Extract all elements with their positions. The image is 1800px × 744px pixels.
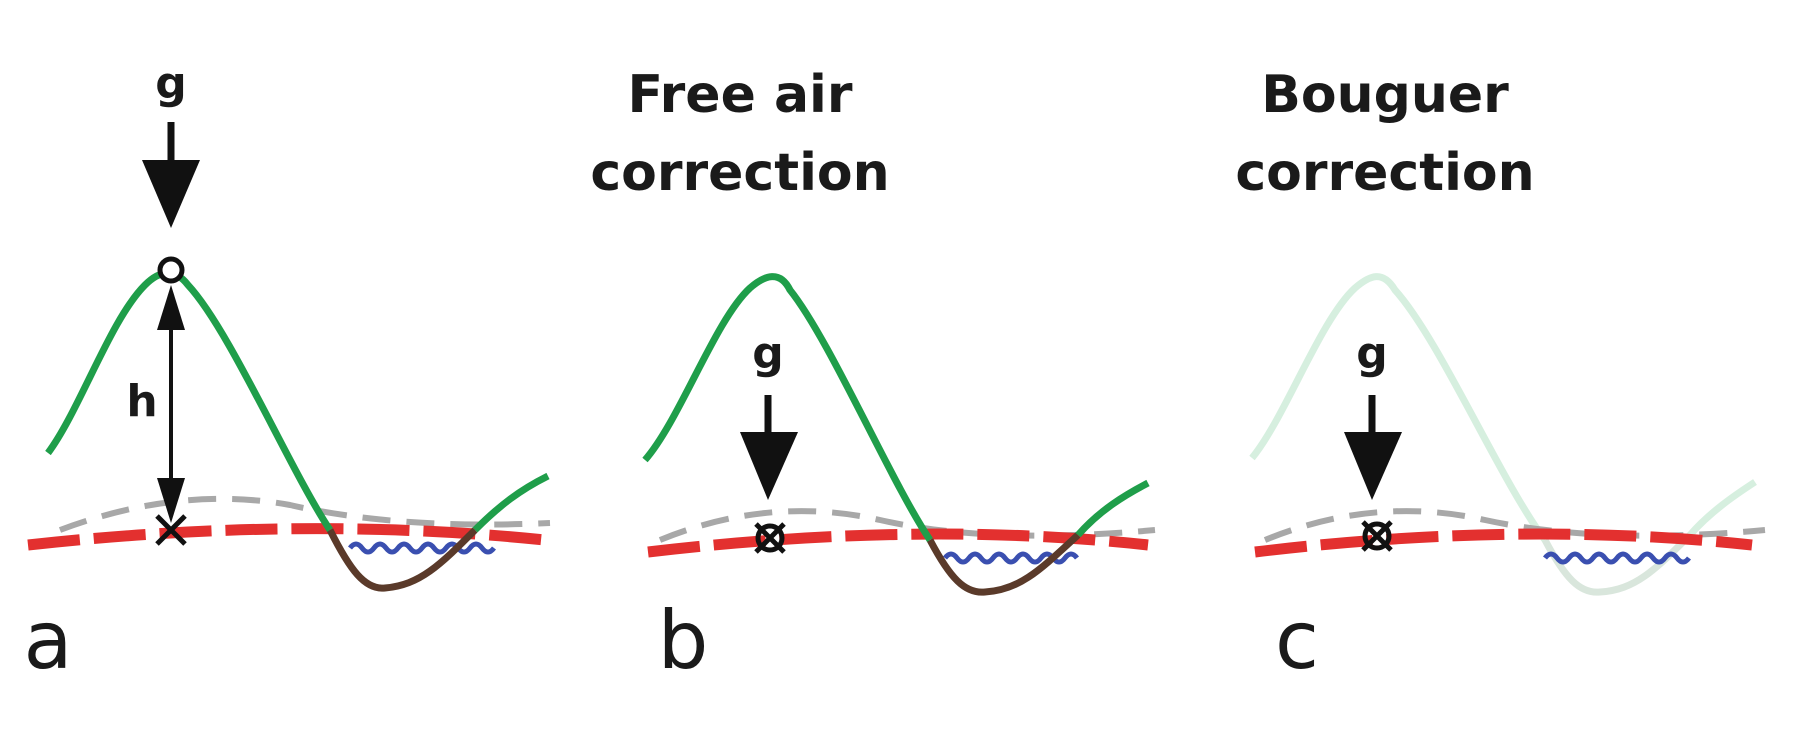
valley-line bbox=[326, 527, 478, 592]
geoid-point-cross-icon bbox=[155, 514, 187, 546]
gravity-arrow-head bbox=[142, 160, 200, 228]
geoid-line bbox=[27, 523, 546, 551]
water-wave bbox=[1543, 551, 1691, 565]
gravity-label: g bbox=[155, 58, 187, 109]
panel-title-line1: Bouguer bbox=[1261, 65, 1509, 125]
terrain-line bbox=[642, 273, 933, 542]
panel-letter: b bbox=[658, 594, 709, 687]
panel-title-line2: correction bbox=[1235, 143, 1534, 203]
geoid-line bbox=[647, 528, 1149, 558]
water-wave bbox=[348, 541, 496, 555]
geoid-line bbox=[1254, 528, 1753, 558]
panel-title-line2: correction bbox=[590, 143, 889, 203]
ellipsoid-line bbox=[58, 495, 551, 533]
terrain-line-right bbox=[472, 472, 550, 533]
gravity-arrow-head bbox=[1344, 432, 1402, 500]
gravity-label: g bbox=[752, 328, 784, 379]
station-point-crossed-circle-icon bbox=[754, 522, 786, 554]
terrain-line-right bbox=[1075, 479, 1150, 538]
panel-a: g h a bbox=[23, 58, 551, 687]
gravity-arrow-head bbox=[740, 432, 798, 500]
panel-letter: c bbox=[1275, 594, 1319, 687]
gravity-label: g bbox=[1356, 328, 1388, 379]
valley-line-faded bbox=[1541, 532, 1693, 596]
station-point-crossed-circle-icon bbox=[1361, 520, 1393, 552]
station-point-icon bbox=[157, 256, 185, 284]
terrain-line-faded bbox=[1249, 273, 1548, 543]
terrain-line-faded-right bbox=[1687, 479, 1757, 538]
valley-line bbox=[926, 532, 1081, 596]
panel-c: Bouguer correction g c bbox=[1235, 65, 1766, 687]
panel-b: Free air correction g b bbox=[590, 65, 1156, 687]
height-label: h bbox=[126, 376, 157, 427]
panel-letter: a bbox=[23, 594, 72, 687]
panel-title-line1: Free air bbox=[627, 65, 852, 125]
height-arrow-head-bottom bbox=[157, 478, 185, 523]
height-arrow-head-top bbox=[157, 285, 185, 330]
terrain-line bbox=[45, 269, 333, 532]
